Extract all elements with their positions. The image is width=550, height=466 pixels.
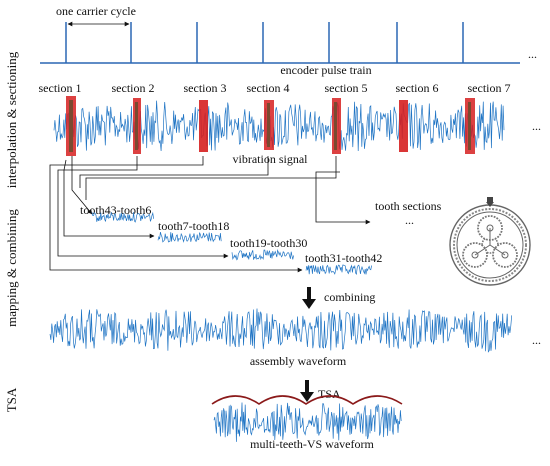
pulse-ellipsis: ... [528, 47, 537, 61]
tooth-chunk-waveform [305, 264, 372, 276]
tooth-label: tooth19-tooth30 [230, 236, 307, 250]
section-label: section 5 [325, 81, 368, 95]
tooth-chunk-waveform [157, 232, 222, 243]
assembly-waveform-label: assembly waveform [250, 354, 347, 368]
tooth-sections-ellipsis: ... [405, 213, 414, 227]
multi-vs-label: multi-teeth-VS waveform [250, 437, 374, 451]
planetary-gear-icon [449, 197, 531, 286]
mapping-line [49, 156, 303, 273]
section-label: section 3 [184, 81, 227, 95]
mapping-line [71, 156, 93, 215]
vibration-signal [53, 100, 505, 152]
combining-arrow-icon [302, 287, 316, 309]
tooth-label: tooth31-tooth42 [305, 251, 382, 265]
section-highlights [66, 96, 475, 156]
section-label: section 6 [396, 81, 439, 95]
carrier-cycle-label: one carrier cycle [56, 4, 136, 18]
tsa-arrow-label: TSA [318, 387, 341, 401]
encoder-pulse-train [40, 22, 520, 64]
mapping-line [63, 159, 155, 239]
tsa-arrow-icon [300, 380, 314, 402]
section-label: section 2 [112, 81, 155, 95]
tooth-chunk-waveform [231, 248, 294, 261]
section-highlight [199, 100, 208, 152]
assembly-waveform [49, 308, 513, 353]
mapping-connectors [49, 156, 371, 273]
section-highlight-core [69, 100, 73, 152]
section-label: section 4 [247, 81, 290, 95]
section-highlight-core [468, 102, 471, 150]
section-highlight-core [135, 102, 138, 150]
side-label-tsa: TSA [4, 387, 19, 412]
section-highlight-core [267, 103, 270, 147]
tsa-envelope-curve [211, 395, 403, 405]
multi-teeth-vs-waveform [213, 402, 402, 442]
tooth-label: tooth7-tooth18 [158, 219, 229, 233]
tooth-sections-label: tooth sections [375, 199, 442, 213]
assembly-ellipsis: ... [532, 333, 541, 347]
mapping-line [315, 171, 371, 225]
section-highlight [399, 100, 408, 152]
mapping-line [79, 156, 269, 188]
section-label: section 1 [39, 81, 82, 95]
section-label: section 7 [468, 81, 511, 95]
combining-label: combining [324, 290, 375, 304]
pulse-train-label: encoder pulse train [280, 63, 371, 77]
vibration-waveform [53, 100, 505, 152]
vibration-signal-label: vibration signal [233, 152, 309, 166]
mapping-line [85, 156, 337, 200]
side-label-interpolation: interpolation & sectioning [4, 51, 19, 188]
tooth-chunk-waveform [91, 211, 154, 223]
side-label-mapping: mapping & combining [4, 209, 19, 327]
vibration-ellipsis: ... [532, 119, 541, 133]
section-highlight-core [334, 102, 337, 150]
